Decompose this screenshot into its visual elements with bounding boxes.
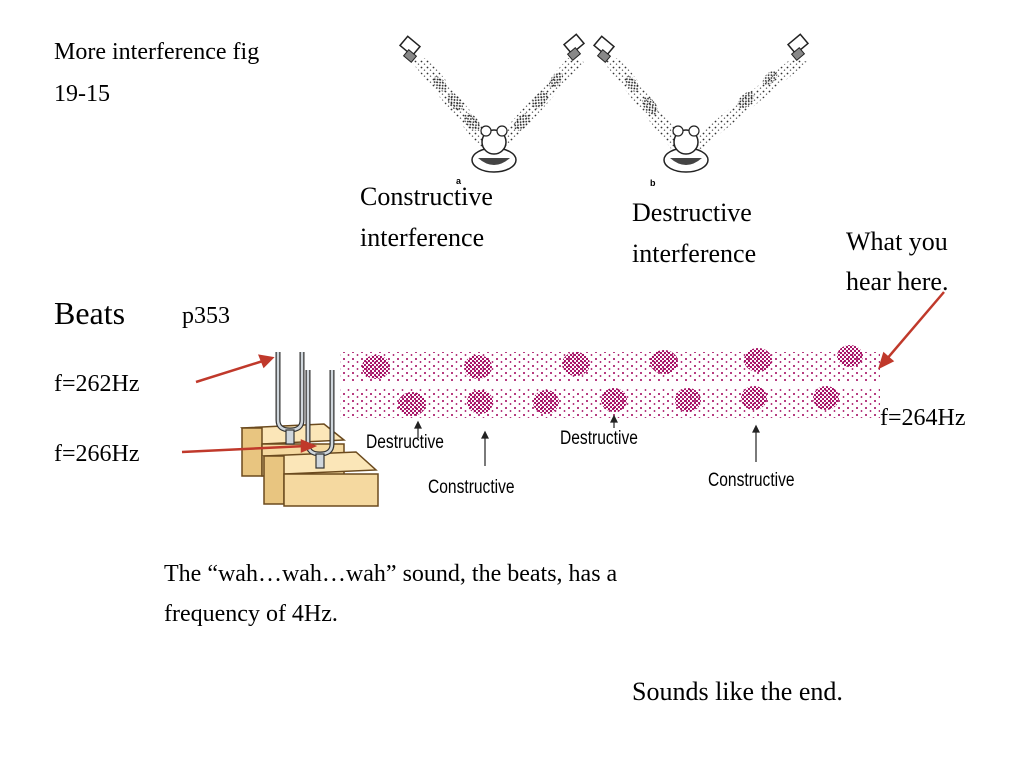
- listener-icon: [471, 125, 517, 173]
- slide-title-line2: 19-15: [54, 81, 110, 107]
- beats-page-ref: p353: [182, 303, 230, 329]
- ending-note: Sounds like the end.: [632, 677, 843, 706]
- beat-label-constructive-2: Constructive: [708, 470, 795, 491]
- tuning-fork-icon: [305, 370, 335, 469]
- frequency-label-1: f=262Hz: [54, 371, 140, 397]
- frequency-label-average: f=264Hz: [880, 405, 966, 431]
- beat-label-destructive-1: Destructive: [366, 432, 444, 453]
- speaker-icon: [592, 35, 616, 63]
- speaker-icon: [562, 33, 586, 61]
- slide-title-line1: More interference fig: [54, 39, 260, 65]
- explanation-line1: The “wah…wah…wah” sound, the beats, has …: [164, 561, 618, 587]
- beats-sound-bands: [340, 345, 880, 418]
- constructive-caption-line1: Constructive: [360, 182, 493, 211]
- destructive-caption-line1: Destructive: [632, 198, 752, 227]
- figure-a-constructive: [398, 33, 586, 173]
- hear-note-line2: hear here.: [846, 267, 949, 296]
- beat-label-constructive-1: Constructive: [428, 477, 515, 498]
- destructive-caption-line2: interference: [632, 239, 757, 268]
- explanation-line2: frequency of 4Hz.: [164, 601, 338, 627]
- hear-note-line1: What you: [846, 227, 948, 256]
- tuning-fork-icon: [275, 352, 305, 445]
- figure-label-a: a: [456, 176, 462, 186]
- beats-heading: Beats: [54, 295, 126, 331]
- beat-label-destructive-2: Destructive: [560, 428, 638, 449]
- beat-arrows: [414, 414, 760, 466]
- speaker-icon: [786, 33, 810, 61]
- figure-label-b: b: [650, 178, 656, 188]
- speaker-icon: [398, 35, 422, 63]
- frequency-label-2: f=266Hz: [54, 441, 140, 467]
- figure-b-destructive: [592, 33, 810, 173]
- listener-icon: [663, 125, 709, 173]
- constructive-caption-line2: interference: [360, 223, 485, 252]
- annotation-arrows: [181, 291, 945, 454]
